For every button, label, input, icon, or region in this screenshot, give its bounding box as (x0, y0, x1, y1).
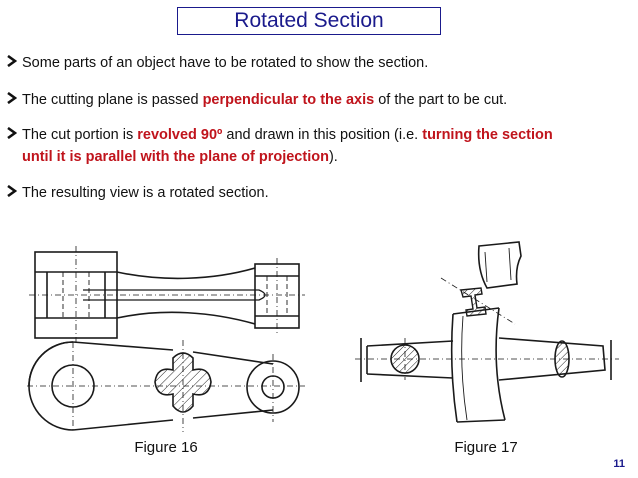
figure-17-caption: Figure 17 (454, 439, 518, 456)
figure-17-drawing (355, 241, 619, 423)
bullet-2: The cutting plane is passed perpendicula… (7, 89, 630, 111)
slide-number: 11 (613, 458, 625, 470)
bullet-arrow-icon (7, 182, 22, 204)
figure-16-caption: Figure 16 (134, 439, 198, 456)
bullet-1-text: Some parts of an object have to be rotat… (22, 55, 429, 71)
bullet-arrow-icon (7, 89, 22, 111)
bullet-3-highlight-2b: until it is parallel with the plane of p… (22, 149, 329, 165)
figure-16-drawing (27, 246, 305, 432)
slide-title: Rotated Section (234, 9, 384, 32)
bullet-2-text-before: The cutting plane is passed (22, 92, 203, 108)
bullet-2-text-after: of the part to be cut. (374, 92, 508, 108)
bullet-arrow-icon (7, 52, 22, 74)
slide-title-box: Rotated Section (177, 7, 441, 35)
bullet-3: The cut portion is revolved 90º and draw… (7, 124, 630, 168)
bullet-4: The resulting view is a rotated section. (7, 182, 630, 204)
bullet-3-text-after: ). (328, 149, 338, 165)
bullet-3-text-middle: and drawn in this position (i.e. (222, 127, 423, 143)
bullet-1: Some parts of an object have to be rotat… (7, 52, 630, 74)
bullet-3-highlight-1: revolved 90º (137, 127, 223, 143)
bullet-4-text: The resulting view is a rotated section. (22, 185, 269, 201)
bullet-3-text-before: The cut portion is (22, 127, 138, 143)
bullet-3-highlight-2a: turning the section (422, 127, 553, 143)
bullet-arrow-icon (7, 124, 22, 146)
bullet-2-highlight: perpendicular to the axis (202, 92, 375, 108)
